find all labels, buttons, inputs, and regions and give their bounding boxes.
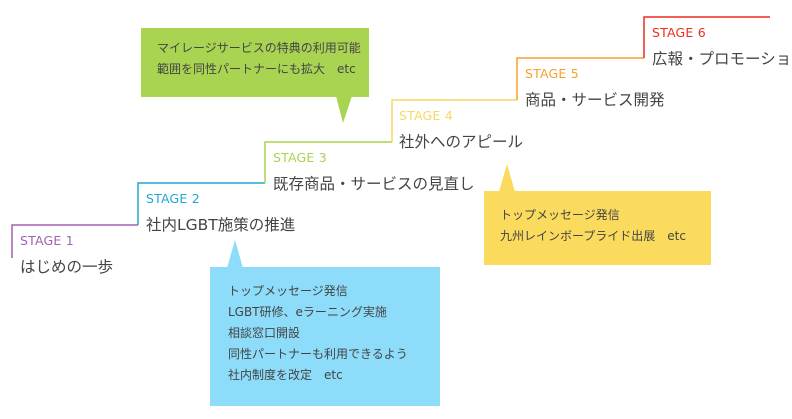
callout-line: トップメッセージ発信 [228,284,348,298]
stage-4-line [391,99,517,142]
stage-1-label: STAGE 1 [20,233,74,248]
stage-4-title: 社外へのアピール [399,133,524,151]
callout-line: 相談窓口開設 [228,326,301,340]
stage-6-line [643,16,770,58]
yellow-callout: トップメッセージ発信 九州レインボープライド出展 etc [484,191,711,265]
green-callout: マイレージサービスの特典の利用可能 範囲を同性パートナーにも拡大 etc [141,28,369,97]
stage-2-line [137,182,265,225]
stage-1-title: はじめの一歩 [20,258,114,276]
stage-6-title: 広報・プロモーション [652,50,792,68]
yellow-callout-pointer [499,164,515,192]
stage-2-title: 社内LGBT施策の推進 [146,216,296,234]
blue-callout-pointer [227,240,243,268]
stage-3-label: STAGE 3 [273,150,327,165]
callout-line: マイレージサービスの特典の利用可能 [157,41,361,55]
callout-line: LGBT研修、eラーニング実施 [228,305,387,319]
stage-1-line [11,224,138,258]
stage-6-label: STAGE 6 [652,25,706,40]
stage-3-line [264,141,392,183]
blue-callout: トップメッセージ発信 LGBT研修、eラーニング実施 相談窓口開設 同性パートナ… [210,267,440,406]
stage-5-line [516,57,644,100]
callout-line: 同性パートナーも利用できるよう [228,347,408,361]
stage-3-title: 既存商品・サービスの見直し [273,175,475,193]
stage-2-label: STAGE 2 [146,191,200,206]
stage-5-title: 商品・サービス開発 [525,91,665,109]
callout-line: 九州レインボープライド出展 etc [500,229,686,243]
stage-4-label: STAGE 4 [399,108,453,123]
stage-5-label: STAGE 5 [525,66,579,81]
green-callout-pointer [336,96,352,123]
callout-line: トップメッセージ発信 [500,208,620,222]
callout-line: 社内制度を改定 etc [228,368,343,382]
callout-line: 範囲を同性パートナーにも拡大 etc [157,62,356,76]
